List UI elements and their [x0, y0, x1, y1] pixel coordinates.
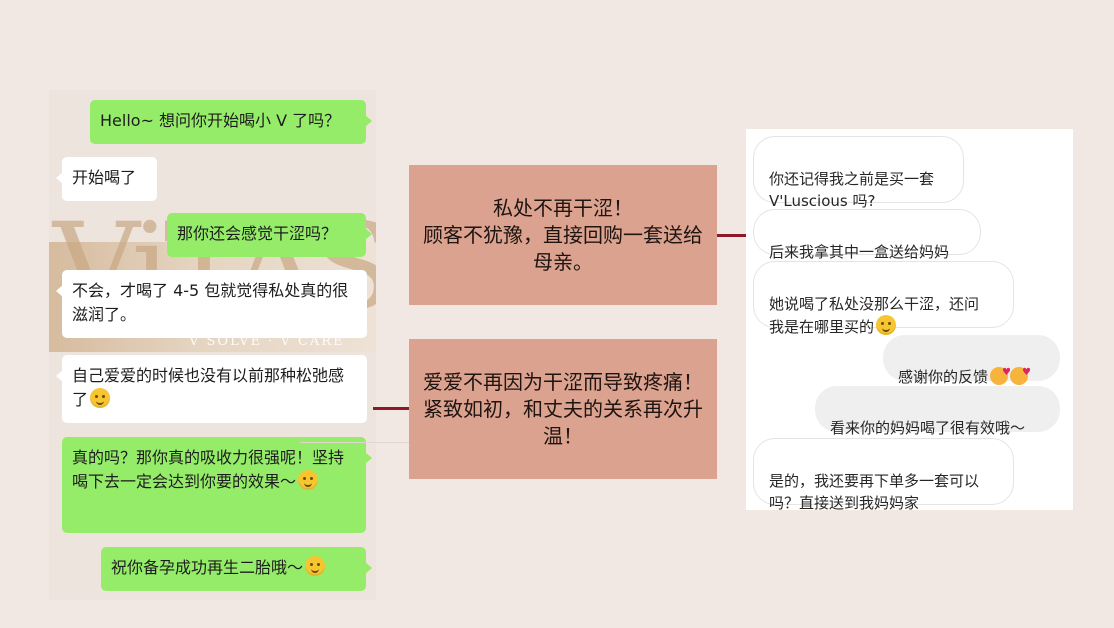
grin-sweat-emoji-icon — [876, 315, 897, 335]
wechat-conversation-panel: ViTAS V SOLVE · V CARE Hello~ 想问你开始喝小 V … — [49, 90, 376, 600]
smile-emoji-icon — [305, 556, 326, 576]
thinking-emoji-icon — [298, 470, 319, 490]
sweat-smile-emoji-icon — [90, 388, 111, 408]
message-text: 感谢你的反馈 — [898, 368, 989, 386]
connector-line-left — [373, 407, 409, 410]
wechat-message-sent[interactable]: 真的吗？那你真的吸收力很强呢！坚持喝下去一定会达到你要的效果～ — [62, 437, 372, 533]
dm-message-received[interactable]: 是的，我还要再下单多一套可以 吗？直接送到我妈妈家 — [753, 438, 1014, 512]
connector-line-right — [717, 234, 746, 237]
dm-message-sent[interactable]: 感谢你的反馈 — [883, 335, 1060, 386]
callout-box-top: 私处不再干涩！ 顾客不犹豫，直接回购一套送给母亲。 — [409, 165, 717, 305]
dm-message-received[interactable]: 她说喝了私处没那么干涩，还问 我是在哪里买的 — [753, 261, 1014, 336]
wechat-message-received[interactable]: 自己爱爱的时候也没有以前那种松弛感了 — [56, 355, 367, 423]
smiling-hearts-emoji-icon — [1010, 362, 1031, 385]
dm-conversation-panel: 你还记得我之前是买一套 V'Luscious 吗? 后来我拿其中一盒送给妈妈 她… — [746, 129, 1073, 512]
message-text: 不会，才喝了 4-5 包就觉得私处真的很滋润了。 — [72, 281, 349, 324]
message-text: 她说喝了私处没那么干涩，还问 我是在哪里买的 — [769, 295, 980, 336]
dm-message-received[interactable]: 后来我拿其中一盒送给妈妈 — [753, 209, 981, 261]
callout-box-bottom: 爱爱不再因为干涩而导致疼痛！ 紧致如初，和丈夫的关系再次升温！ — [409, 339, 717, 479]
message-text: Hello~ 想问你开始喝小 V 了吗？ — [100, 111, 341, 130]
wechat-message-received[interactable]: 开始喝了 — [56, 157, 157, 201]
wechat-message-sent[interactable]: Hello~ 想问你开始喝小 V 了吗？ — [90, 100, 372, 144]
message-text: 看来你的妈妈喝了很有效哦～ — [830, 419, 1026, 437]
message-text: 那你还会感觉干涩吗？ — [177, 224, 338, 243]
dm-message-received[interactable]: 你还记得我之前是买一套 V'Luscious 吗? — [753, 136, 964, 210]
message-text: 开始喝了 — [72, 168, 137, 187]
message-text: 真的吗？那你真的吸收力很强呢！坚持喝下去一定会达到你要的效果～ — [72, 448, 345, 491]
wechat-message-sent[interactable]: 祝你备孕成功再生二胎哦～ — [101, 547, 372, 591]
message-text: 后来我拿其中一盒送给妈妈 — [769, 243, 950, 261]
wechat-message-sent[interactable]: 那你还会感觉干涩吗？ — [167, 213, 372, 257]
message-text: 你还记得我之前是买一套 V'Luscious 吗? — [769, 170, 935, 210]
dm-message-sent[interactable]: 看来你的妈妈喝了很有效哦～ — [815, 386, 1060, 437]
callout-text: 爱爱不再因为干涩而导致疼痛！ 紧致如初，和丈夫的关系再次升温！ — [423, 369, 703, 448]
smiling-hearts-emoji-icon — [990, 362, 1011, 385]
callout-text: 私处不再干涩！ 顾客不犹豫，直接回购一套送给母亲。 — [423, 195, 703, 274]
message-text: 自己爱爱的时候也没有以前那种松弛感了 — [72, 366, 345, 409]
message-text: 是的，我还要再下单多一套可以 吗？直接送到我妈妈家 — [769, 472, 980, 512]
wechat-message-received[interactable]: 不会，才喝了 4-5 包就觉得私处真的很滋润了。 — [56, 270, 367, 338]
message-text: 祝你备孕成功再生二胎哦～ — [111, 558, 304, 577]
